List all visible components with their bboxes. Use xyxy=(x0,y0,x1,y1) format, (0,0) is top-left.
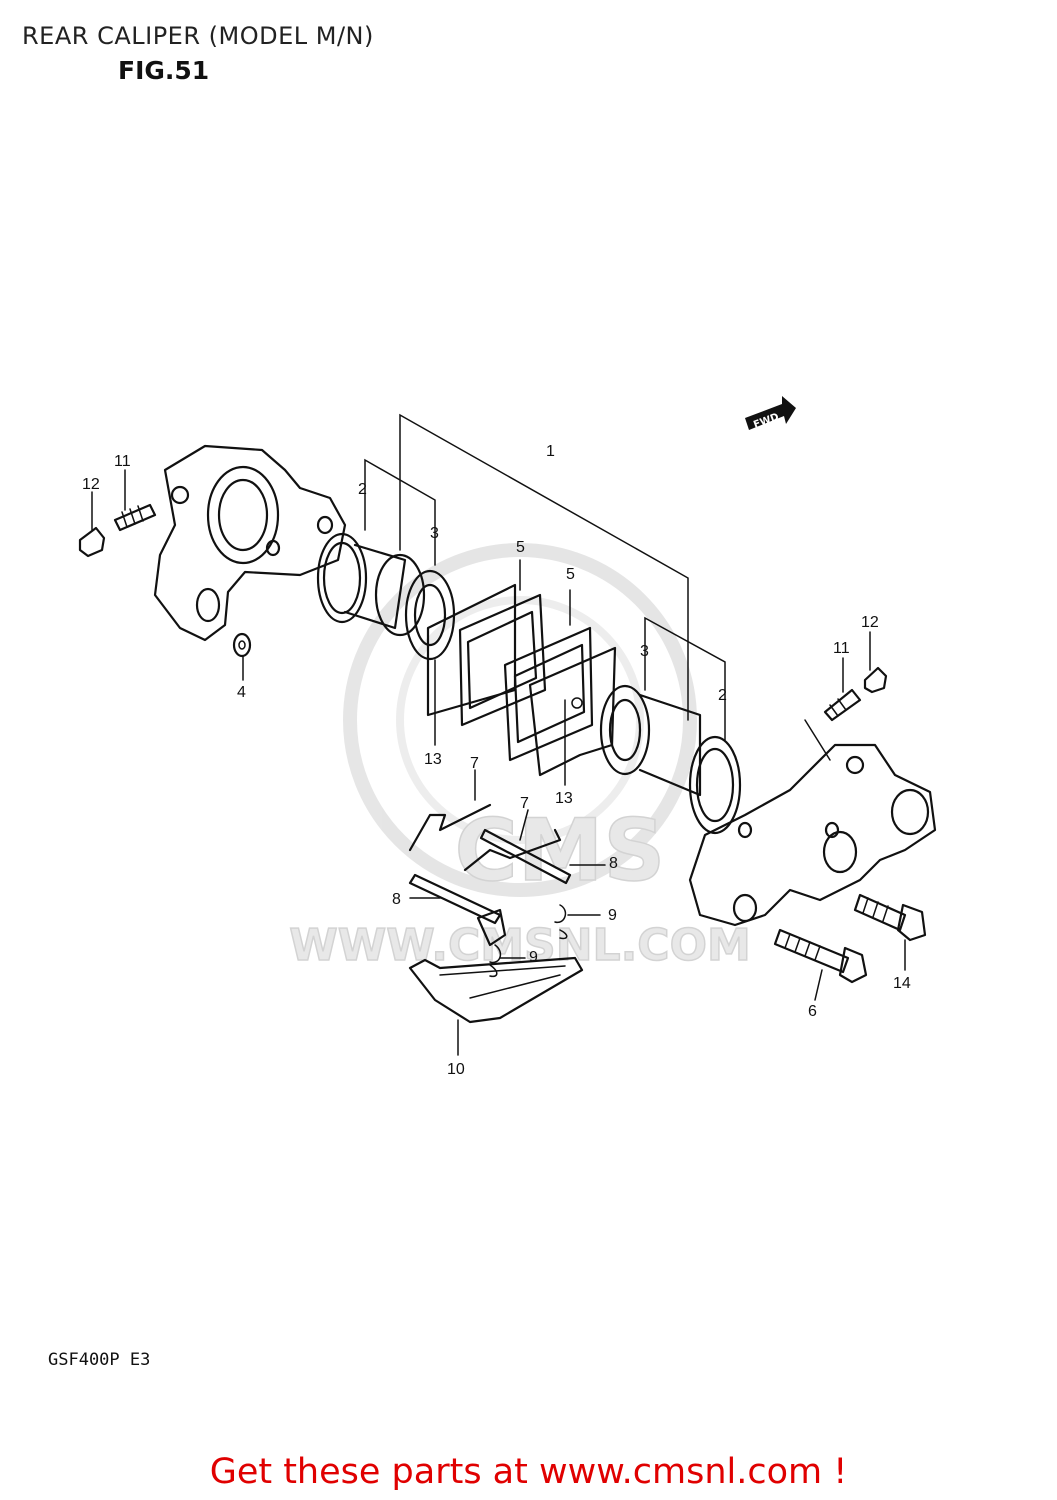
pad-spring xyxy=(408,803,562,872)
callout-2b: 2 xyxy=(718,687,727,704)
washer xyxy=(232,632,252,658)
callout-5a: 5 xyxy=(516,539,525,556)
watermark-url: WWW.CMSNL.COM xyxy=(289,920,751,971)
caliper-body-right xyxy=(688,743,937,927)
diagram-title: REAR CALIPER (MODEL M/N) xyxy=(22,22,374,50)
callout-numbers: 1 2 2 3 3 4 5 5 6 7 7 8 8 9 9 10 11 11 1… xyxy=(82,443,911,1078)
callout-8a: 8 xyxy=(609,855,618,872)
callout-10: 10 xyxy=(447,1061,465,1078)
callout-11a: 11 xyxy=(114,453,131,470)
bleeder-valve-left xyxy=(113,503,157,532)
caliper-body-left xyxy=(153,444,347,642)
callout-7a: 7 xyxy=(470,755,479,772)
watermark-logo: CMS xyxy=(455,801,666,901)
callout-12b: 12 xyxy=(861,614,879,631)
callout-13b: 13 xyxy=(555,790,573,807)
leader-lines xyxy=(91,413,906,1056)
callout-13a: 13 xyxy=(424,751,442,768)
callout-8b: 8 xyxy=(392,891,401,908)
callout-9a: 9 xyxy=(608,907,617,924)
callout-2a: 2 xyxy=(358,481,367,498)
pad-pins xyxy=(408,828,572,925)
callout-3a: 3 xyxy=(430,525,439,542)
callout-5b: 5 xyxy=(566,566,575,583)
callout-14: 14 xyxy=(893,975,911,992)
callout-6: 6 xyxy=(808,1003,817,1020)
bleeder-cap-left xyxy=(78,526,106,558)
mounting-bolt xyxy=(773,928,868,984)
fwd-arrow-icon: FWD xyxy=(745,396,796,431)
get-parts-link[interactable]: Get these parts at www.cmsnl.com ! xyxy=(209,1452,848,1492)
slide-pin-bolt xyxy=(853,893,927,942)
callout-11b: 11 xyxy=(833,640,850,657)
bleeder-valve-right xyxy=(823,688,862,722)
model-code: GSF400P E3 xyxy=(48,1350,151,1370)
callout-12a: 12 xyxy=(82,476,100,493)
watermark: CMS WWW.CMSNL.COM xyxy=(288,543,752,972)
piston-left xyxy=(316,532,456,661)
callout-1: 1 xyxy=(546,443,555,460)
callout-4: 4 xyxy=(237,684,246,701)
figure-number: FIG.51 xyxy=(118,56,210,85)
callout-3b: 3 xyxy=(640,643,649,660)
callout-7b: 7 xyxy=(520,795,529,812)
pad-cover xyxy=(408,908,584,1024)
brake-pads xyxy=(426,583,617,777)
piston-right xyxy=(599,684,742,835)
bleeder-cap-right xyxy=(863,666,888,694)
callout-9b: 9 xyxy=(529,949,538,966)
